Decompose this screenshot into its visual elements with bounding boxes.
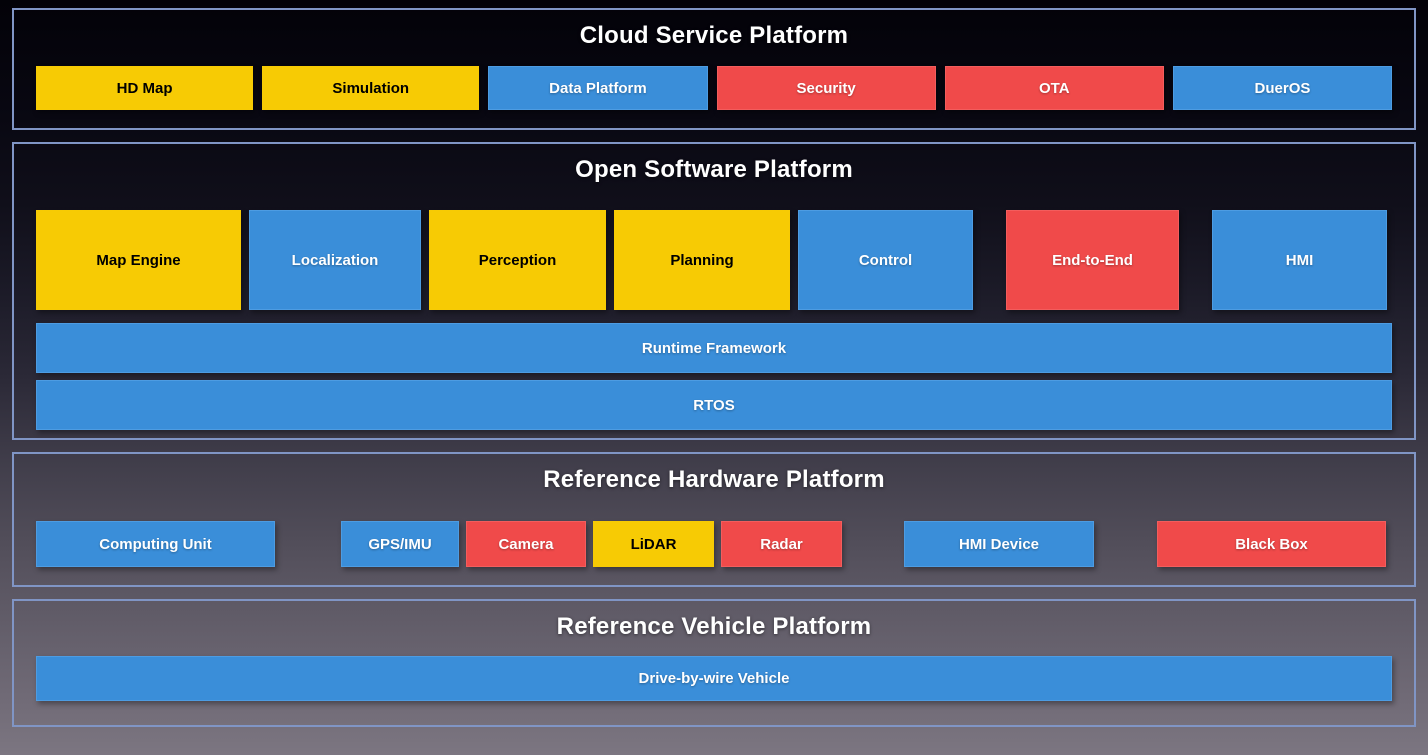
- box-perception: Perception: [429, 210, 606, 310]
- box-black-box: Black Box: [1157, 521, 1386, 567]
- box-rtos: RTOS: [36, 380, 1392, 430]
- hardware-boxes-row: Computing Unit GPS/IMU Camera LiDAR Rada…: [36, 521, 1392, 567]
- section-open-software-platform: Open Software Platform Map Engine Locali…: [12, 142, 1416, 440]
- box-data-platform: Data Platform: [488, 66, 708, 110]
- section-reference-vehicle-platform: Reference Vehicle Platform Drive-by-wire…: [12, 599, 1416, 727]
- box-camera: Camera: [466, 521, 586, 567]
- cloud-section-title: Cloud Service Platform: [579, 22, 849, 49]
- software-section-title: Open Software Platform: [575, 156, 853, 183]
- box-planning: Planning: [614, 210, 790, 310]
- box-radar: Radar: [721, 521, 842, 567]
- box-gps-imu: GPS/IMU: [341, 521, 459, 567]
- software-modules-row: Map Engine Localization Perception Plann…: [36, 210, 1392, 310]
- box-drive-by-wire-vehicle: Drive-by-wire Vehicle: [36, 656, 1392, 701]
- vehicle-section-title: Reference Vehicle Platform: [556, 613, 872, 640]
- section-reference-hardware-platform: Reference Hardware Platform Computing Un…: [12, 452, 1416, 587]
- box-security: Security: [716, 66, 936, 110]
- hardware-section-title: Reference Hardware Platform: [543, 466, 885, 493]
- cloud-boxes-row: HD Map Simulation Data Platform Security…: [36, 66, 1393, 110]
- box-ota: OTA: [944, 66, 1164, 110]
- box-control: Control: [798, 210, 973, 310]
- box-localization: Localization: [249, 210, 421, 310]
- section-cloud-service-platform: Cloud Service Platform HD Map Simulation…: [12, 8, 1416, 130]
- box-simulation: Simulation: [262, 66, 480, 110]
- box-end-to-end: End-to-End: [1006, 210, 1179, 310]
- box-hmi-device: HMI Device: [904, 521, 1094, 567]
- box-hmi: HMI: [1212, 210, 1387, 310]
- box-lidar: LiDAR: [593, 521, 714, 567]
- box-runtime-framework: Runtime Framework: [36, 323, 1392, 373]
- box-computing-unit: Computing Unit: [36, 521, 275, 567]
- vehicle-boxes-row: Drive-by-wire Vehicle: [36, 656, 1392, 701]
- box-hd-map: HD Map: [36, 66, 254, 110]
- box-dueros: DuerOS: [1172, 66, 1393, 110]
- box-map-engine: Map Engine: [36, 210, 241, 310]
